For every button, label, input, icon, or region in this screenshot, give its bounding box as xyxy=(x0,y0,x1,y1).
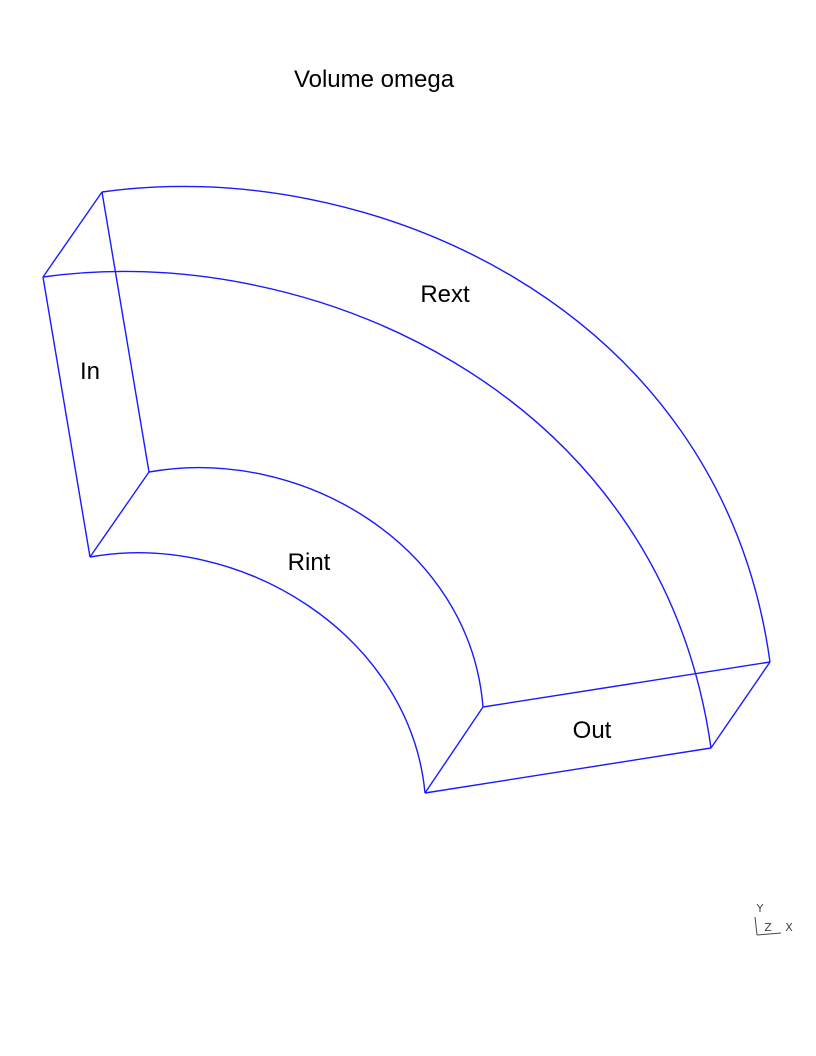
triad-y-axis xyxy=(754,916,758,936)
in-bottom-edge xyxy=(89,471,150,558)
triad-y-label: Y xyxy=(756,902,764,915)
face-label-rext: Rext xyxy=(420,281,470,308)
face-label-in: In xyxy=(80,358,100,385)
rint-front-arc xyxy=(89,552,426,794)
rint-back-arc xyxy=(148,467,484,708)
out-inner-edge xyxy=(424,706,484,794)
axis-triad: Y Z X xyxy=(754,902,793,936)
triad-x-label: X xyxy=(785,921,793,934)
face-label-out: Out xyxy=(573,717,612,744)
triad-z-label: Z xyxy=(764,921,772,934)
out-back-edge xyxy=(482,661,771,708)
face-label-rint: Rint xyxy=(288,549,331,576)
diagram-title: Volume omega xyxy=(294,66,455,93)
in-front-edge xyxy=(42,276,91,558)
rext-back-arc xyxy=(101,185,771,663)
in-top-edge xyxy=(42,191,103,278)
triad-x-axis xyxy=(756,932,782,936)
wireframe xyxy=(42,185,771,794)
out-outer-edge xyxy=(710,661,771,749)
in-back-edge xyxy=(101,191,150,473)
rext-front-arc xyxy=(42,270,712,749)
out-front-edge xyxy=(424,747,712,794)
